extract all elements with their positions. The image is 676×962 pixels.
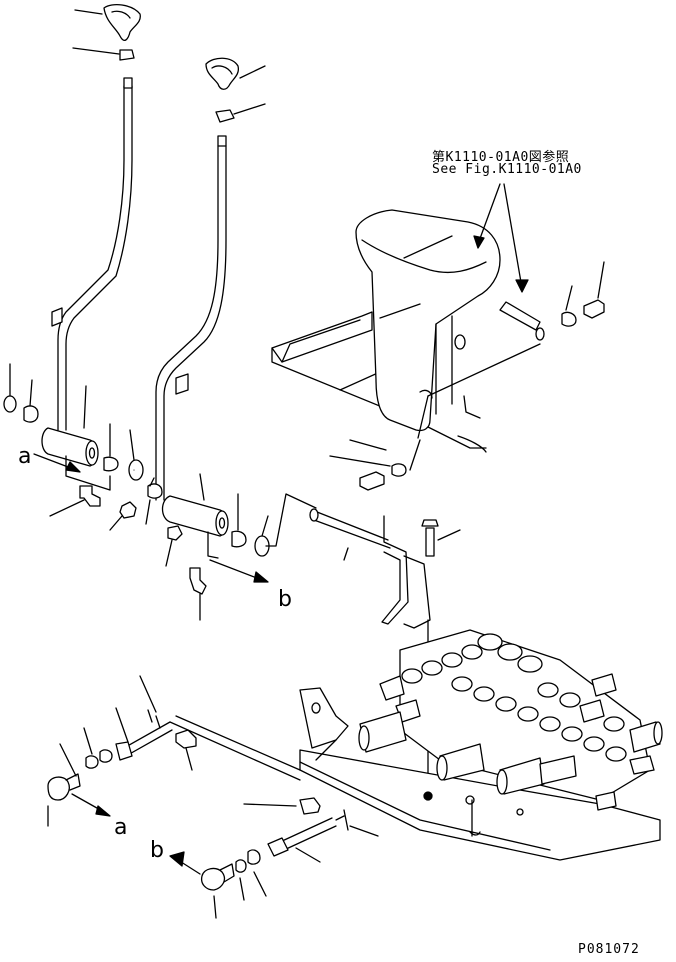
console-bolt	[583, 299, 605, 319]
callout-b-bottom: b	[150, 838, 164, 863]
bellcrank	[381, 515, 409, 625]
bellcrank-bolt	[425, 527, 435, 557]
right-spacer	[147, 483, 163, 499]
leader-knob-right	[239, 65, 266, 79]
lever-link-line	[265, 493, 317, 547]
link-rod	[309, 508, 461, 801]
reference-note-english: See Fig.K1110-01A0	[432, 162, 582, 177]
left-knob	[103, 3, 141, 41]
rod-eye-lower	[200, 867, 226, 891]
console-bracket	[499, 301, 541, 331]
right-lever-rod	[155, 145, 227, 501]
console-bolt-lower	[359, 471, 385, 491]
rod-end-upper	[115, 741, 133, 761]
console-washer	[561, 311, 577, 327]
callout-a-top: a	[18, 444, 32, 469]
left-washer	[23, 405, 39, 423]
left-bushing	[103, 456, 119, 472]
figure-id: P081072	[578, 942, 640, 957]
left-lever-assembly	[3, 3, 144, 531]
left-nut	[119, 49, 135, 61]
callout-a-bottom: a	[114, 815, 128, 840]
leader-nut-left	[72, 47, 120, 55]
right-nut	[215, 109, 235, 123]
left-lever-rod	[57, 85, 133, 431]
left-nut-lower	[119, 501, 137, 519]
callout-b-top: b	[278, 587, 292, 612]
right-nut-lower	[167, 525, 183, 541]
right-lever-assembly	[133, 57, 317, 621]
leader-knob-left	[74, 9, 103, 15]
right-bushing	[231, 530, 247, 548]
valve-spools	[358, 629, 663, 811]
console-box	[355, 209, 501, 432]
control-valve	[299, 629, 663, 861]
rod-eye-upper	[47, 776, 70, 801]
lower-linkage	[47, 675, 379, 919]
reference-note-japanese: 第K1110-01A0図参照	[432, 150, 570, 165]
bolt-lower	[299, 797, 321, 815]
right-ball-joint	[189, 567, 207, 595]
left-ball-joint	[79, 485, 101, 507]
rod-end-lower	[267, 837, 289, 857]
right-knob	[205, 57, 240, 90]
seat-console	[271, 183, 605, 491]
